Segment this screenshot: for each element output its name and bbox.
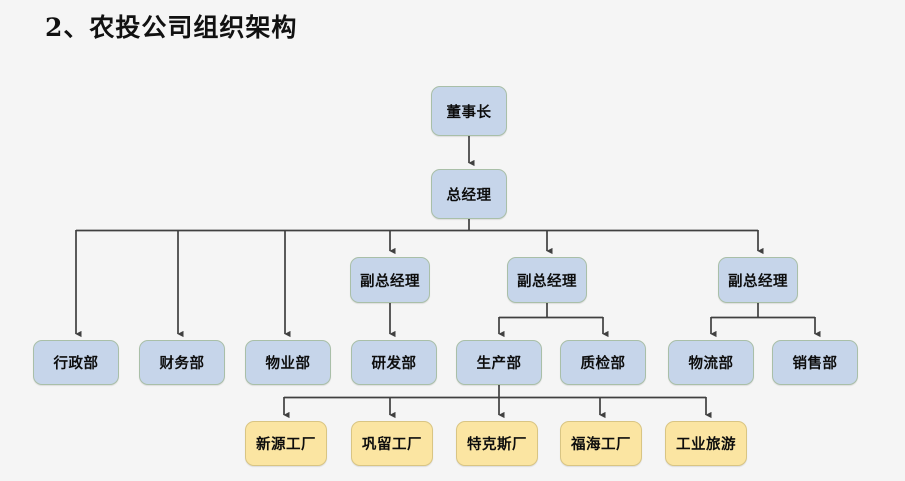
node-factory-xinyuan[interactable]: 新源工厂	[245, 421, 327, 466]
node-dept-property[interactable]: 物业部	[245, 340, 331, 385]
node-chairman[interactable]: 董事长	[431, 86, 507, 136]
node-factory-industrial-tourism[interactable]: 工业旅游	[665, 421, 747, 466]
node-deputy-general-manager-1[interactable]: 副总经理	[350, 257, 430, 303]
node-factory-tekesi[interactable]: 特克斯厂	[456, 421, 538, 466]
node-dept-rd[interactable]: 研发部	[351, 340, 437, 385]
node-dept-admin[interactable]: 行政部	[33, 340, 119, 385]
node-deputy-general-manager-2[interactable]: 副总经理	[507, 257, 587, 303]
node-dept-quality[interactable]: 质检部	[560, 340, 646, 385]
node-factory-gongliu[interactable]: 巩留工厂	[351, 421, 433, 466]
node-factory-fuhai[interactable]: 福海工厂	[560, 421, 642, 466]
node-dept-production[interactable]: 生产部	[456, 340, 542, 385]
node-dept-logistics[interactable]: 物流部	[668, 340, 754, 385]
node-deputy-general-manager-3[interactable]: 副总经理	[718, 257, 798, 303]
node-dept-finance[interactable]: 财务部	[139, 340, 225, 385]
node-general-manager[interactable]: 总经理	[431, 169, 507, 219]
page-title: 2、农投公司组织架构	[45, 13, 298, 42]
node-dept-sales[interactable]: 销售部	[772, 340, 858, 385]
